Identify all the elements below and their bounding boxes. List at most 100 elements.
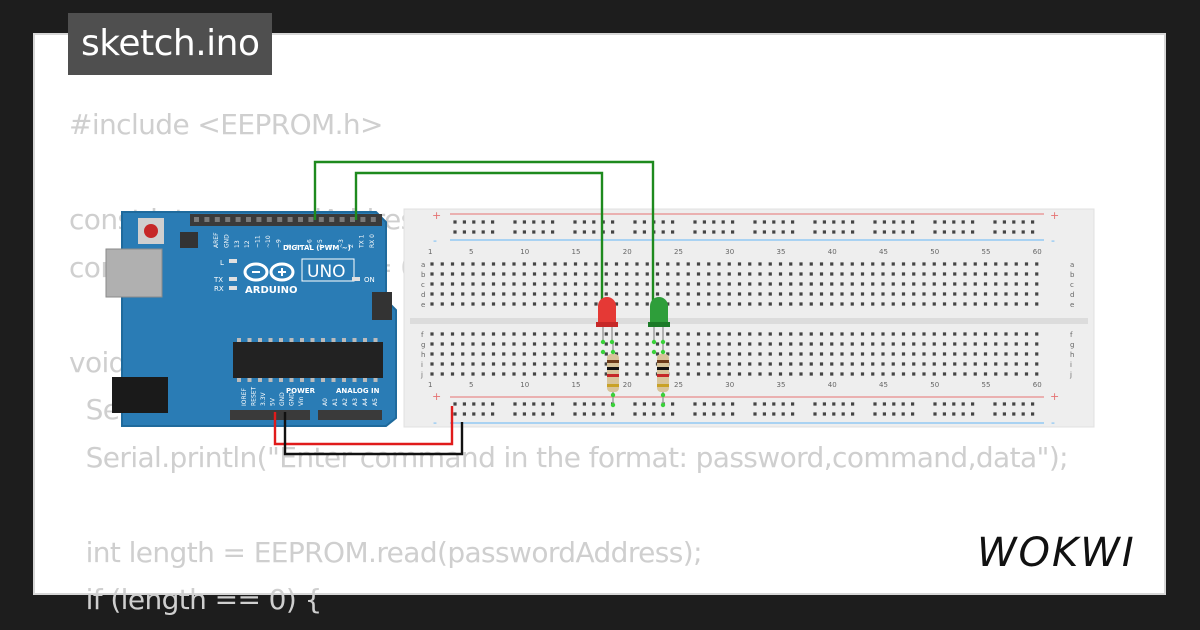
row-letter: j — [420, 371, 423, 379]
row-letter: j — [1069, 371, 1072, 379]
power-pin-label: GND — [279, 392, 286, 406]
plus-sign: + — [1050, 390, 1059, 403]
column-number: 55 — [982, 381, 991, 389]
power-pin-label: 3.3V — [260, 391, 267, 406]
column-number: 1 — [428, 381, 432, 389]
header-pin — [370, 217, 376, 222]
column-number: 60 — [1033, 248, 1042, 256]
header-pin — [194, 217, 199, 222]
row-letter: b — [421, 271, 426, 279]
column-number: 50 — [930, 248, 939, 256]
digital-pin-label: ~5 — [317, 239, 324, 248]
analog-pin-label: A4 — [362, 398, 369, 406]
wires — [273, 160, 655, 456]
power-pin-label: IOREF — [241, 388, 248, 406]
row-letter: b — [1070, 271, 1075, 279]
red-led[interactable] — [596, 297, 618, 342]
power-pin-label: GND — [289, 392, 296, 406]
row-letter: a — [421, 261, 425, 269]
header-pin — [318, 217, 324, 222]
column-number: 45 — [879, 381, 888, 389]
digital-pin-label: ~6 — [307, 239, 314, 248]
header-pin — [214, 217, 220, 222]
column-number: 15 — [572, 248, 581, 256]
column-number: 30 — [725, 381, 734, 389]
digital-pin-label: ~11 — [255, 235, 262, 248]
power-jack — [112, 377, 168, 413]
minus-sign: - — [433, 416, 437, 429]
column-number: 1 — [428, 248, 432, 256]
code-line: Serial.println("Enter command in the for… — [69, 440, 1069, 474]
usb-port — [105, 248, 163, 298]
column-number: 45 — [879, 248, 888, 256]
row-letter: c — [421, 281, 425, 289]
column-number: 25 — [674, 381, 683, 389]
reset-button-cap — [144, 224, 158, 238]
header-pin — [308, 217, 314, 222]
header-pin — [246, 217, 251, 222]
digital-pin-label: TX 1 — [359, 234, 366, 249]
header-pin — [360, 217, 366, 222]
plus-sign: + — [432, 209, 441, 222]
column-number: 10 — [520, 248, 529, 256]
tx-label: TX — [213, 276, 223, 284]
digital-pin-label: 4 — [327, 244, 334, 248]
row-letter: h — [421, 351, 425, 359]
green-wire-pin7 — [313, 160, 655, 312]
column-number: 10 — [520, 381, 529, 389]
wokwi-logo-text: WOKWI — [977, 530, 1136, 576]
column-number: 25 — [674, 248, 683, 256]
analog-pin-label: A0 — [322, 398, 329, 406]
column-number: 40 — [828, 248, 837, 256]
green-led[interactable] — [648, 297, 670, 342]
row-letter: c — [1070, 281, 1074, 289]
code-line: if (length == 0) { — [69, 583, 323, 616]
led-rx-indicator — [229, 286, 237, 290]
digital-pin-label: 2 — [348, 244, 355, 248]
column-number: 35 — [777, 248, 786, 256]
analog-pin-label: A5 — [372, 398, 379, 406]
digital-pin-label: ~9 — [275, 239, 282, 248]
power-pin-label: Vin — [298, 396, 305, 406]
digital-pin-label: 7 — [296, 244, 303, 248]
row-letter: e — [421, 301, 425, 309]
led-on-indicator — [352, 277, 360, 281]
led-l-indicator — [229, 259, 237, 263]
analog-label: ANALOG IN — [336, 387, 380, 395]
row-letter: g — [421, 341, 425, 349]
file-title: sketch.ino — [68, 13, 273, 75]
column-number: 50 — [930, 381, 939, 389]
minus-sign: - — [1051, 416, 1055, 429]
black-wire-gnd — [283, 412, 464, 456]
minus-sign: - — [1051, 234, 1055, 247]
digital-pin-label: GND — [223, 234, 230, 248]
column-number: 5 — [469, 381, 473, 389]
row-letter: d — [1070, 291, 1074, 299]
header-pin — [256, 217, 262, 222]
wokwi-logo: WOKWI — [977, 530, 1136, 576]
minus-sign: - — [433, 234, 437, 247]
rx-label: RX — [214, 285, 224, 293]
row-letter: g — [1070, 341, 1074, 349]
digital-label: DIGITAL (PWM ~) — [283, 244, 351, 252]
code-line: int length = EEPROM.read(passwordAddress… — [69, 535, 703, 569]
digital-pin-label: ~3 — [338, 239, 345, 248]
header-pin — [298, 217, 303, 222]
column-number: 30 — [725, 248, 734, 256]
power-header — [230, 410, 310, 420]
column-number: 15 — [572, 381, 581, 389]
code-line: #include <EEPROM.h> — [69, 108, 384, 141]
row-letter: a — [1070, 261, 1074, 269]
digital-pin-label: RX 0 — [369, 234, 376, 248]
connection-dots — [600, 339, 666, 408]
column-number: 55 — [982, 248, 991, 256]
digital-pin-label: AREF — [213, 232, 220, 248]
